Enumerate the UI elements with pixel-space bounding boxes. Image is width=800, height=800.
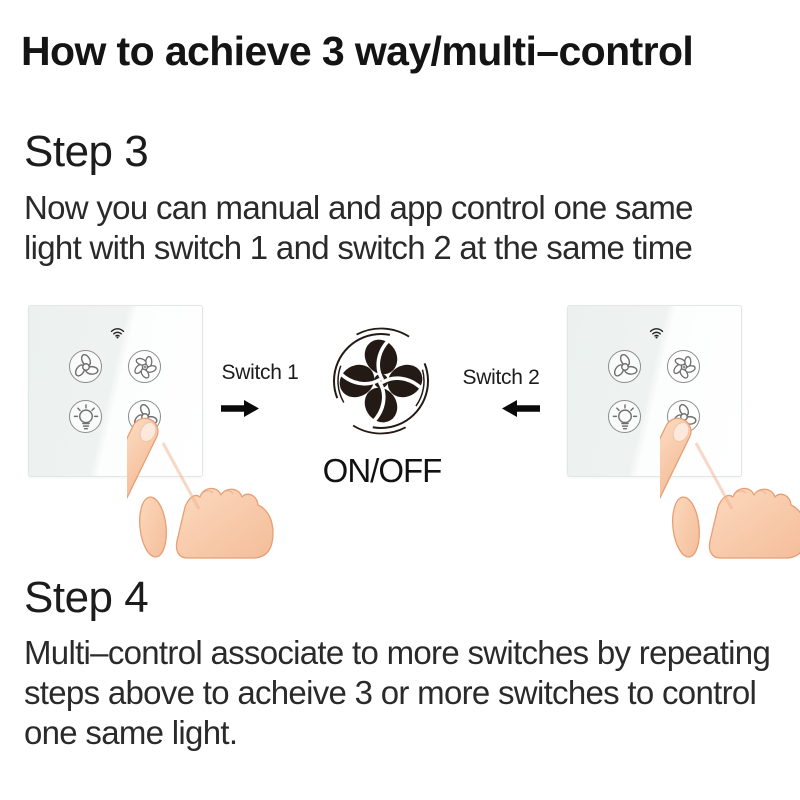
onoff-label: ON/OFF (322, 452, 443, 489)
fan-button-1[interactable] (608, 350, 641, 383)
step4-description: Multi–control associate to more switches… (24, 633, 771, 753)
fan-3-blade-icon (73, 354, 99, 380)
fan-5-blade-icon (132, 354, 158, 380)
arrow-right-icon (221, 400, 259, 417)
pointing-hand (660, 417, 800, 565)
light-button[interactable] (69, 400, 102, 433)
page-title: How to achieve 3 way/multi–control (21, 28, 694, 74)
fan-speed-button[interactable] (128, 350, 161, 383)
fan-spinning-icon (323, 323, 439, 439)
switch1-label: Switch 1 (221, 361, 299, 384)
step3-line-2: light with switch 1 and switch 2 at the … (24, 229, 693, 266)
fan-speed-button[interactable] (667, 350, 700, 383)
switch-panel-1 (28, 305, 203, 477)
fan-button-1[interactable] (69, 350, 102, 383)
wifi-icon (110, 326, 125, 339)
step4-line-2: steps above to acheive 3 or more switche… (24, 674, 757, 711)
fan-3-blade-icon (612, 354, 638, 380)
switch-panel-2 (567, 305, 742, 477)
fan-5-blade-icon (671, 354, 697, 380)
step4-line-1: Multi–control associate to more switches… (24, 634, 771, 671)
step4-heading: Step 4 (24, 573, 149, 622)
step3-line-1: Now you can manual and app control one s… (24, 189, 694, 226)
switch2-label: Switch 2 (462, 366, 540, 389)
step3-heading: Step 3 (24, 127, 149, 176)
light-button[interactable] (608, 400, 641, 433)
arrow-left-icon (502, 400, 540, 417)
wifi-icon (649, 326, 664, 339)
step4-line-3: one same light. (24, 714, 238, 751)
light-bulb-icon (73, 404, 99, 430)
light-bulb-icon (612, 404, 638, 430)
pointing-hand (127, 417, 277, 565)
step3-description: Now you can manual and app control one s… (24, 188, 694, 268)
